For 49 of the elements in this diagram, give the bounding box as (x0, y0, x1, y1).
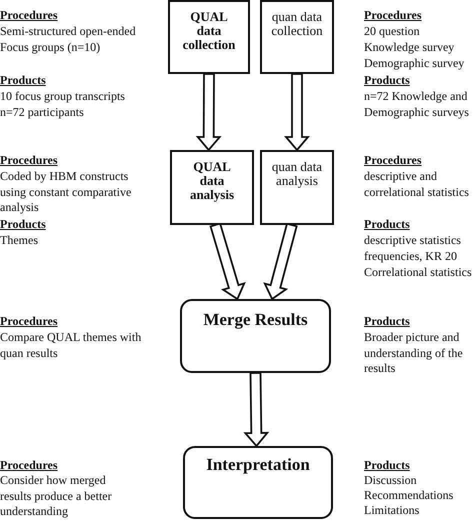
note-text: 20 question (364, 24, 420, 40)
section-heading: Products (0, 217, 46, 232)
note-text: Correlational statistics (364, 265, 472, 280)
note-text: Semi-structured open-ended (0, 24, 136, 40)
note-text: Recommendations (364, 488, 454, 504)
section-heading: Procedures (0, 458, 58, 474)
note-text: n=72 participants (0, 105, 84, 120)
box-label: Interpretation (205, 456, 311, 474)
note-text: Limitations (364, 503, 420, 518)
section-heading: Products (364, 217, 410, 232)
block-arrow (209, 222, 246, 300)
section-heading: Procedures (364, 153, 422, 168)
note-text: Themes (0, 233, 38, 248)
block-arrow (196, 73, 222, 152)
note-text: descriptive and correlational statistics (364, 169, 470, 200)
section-heading: Products (364, 458, 410, 474)
box-label: quan data analysis (270, 160, 324, 188)
section-heading: Procedures (0, 153, 58, 168)
note-text: Compare QUAL themes with quan results (0, 330, 142, 361)
box-label: Merge Results (202, 311, 309, 329)
note-text: 10 focus group transcripts (0, 89, 125, 104)
rounded-process-box (183, 446, 333, 519)
process-box (168, 0, 250, 74)
section-heading: Products (0, 73, 46, 88)
note-text: Focus groups (n=10) (0, 40, 100, 56)
note-text: Knowledge survey (364, 40, 454, 56)
box-label: quan data collection (270, 10, 324, 38)
note-text: Consider how merged results produce a better understanding (0, 473, 113, 520)
box-label: QUAL data collection (182, 10, 236, 52)
block-arrow (284, 73, 310, 152)
process-box (260, 150, 334, 225)
block-arrow (263, 222, 298, 300)
rounded-process-box (180, 299, 331, 373)
process-box (170, 150, 254, 225)
note-text: Discussion (364, 473, 417, 488)
note-text: descriptive statistics (364, 233, 461, 248)
section-heading: Procedures (0, 8, 58, 24)
note-text: Coded by HBM constructs using constant comparative analysis (0, 169, 132, 216)
block-arrow (243, 372, 270, 448)
box-label: QUAL data analysis (188, 160, 236, 202)
note-text: Demographic survey (364, 56, 464, 72)
section-heading: Products (364, 73, 410, 88)
section-heading: Products (364, 314, 410, 330)
note-text: Broader picture and understanding of the results (364, 330, 464, 376)
note-text: n=72 Knowledge and Demographic surveys (364, 89, 470, 120)
section-heading: Procedures (364, 8, 422, 24)
process-box (260, 0, 334, 74)
note-text: frequencies, KR 20 (364, 249, 457, 264)
section-heading: Procedures (0, 314, 58, 330)
